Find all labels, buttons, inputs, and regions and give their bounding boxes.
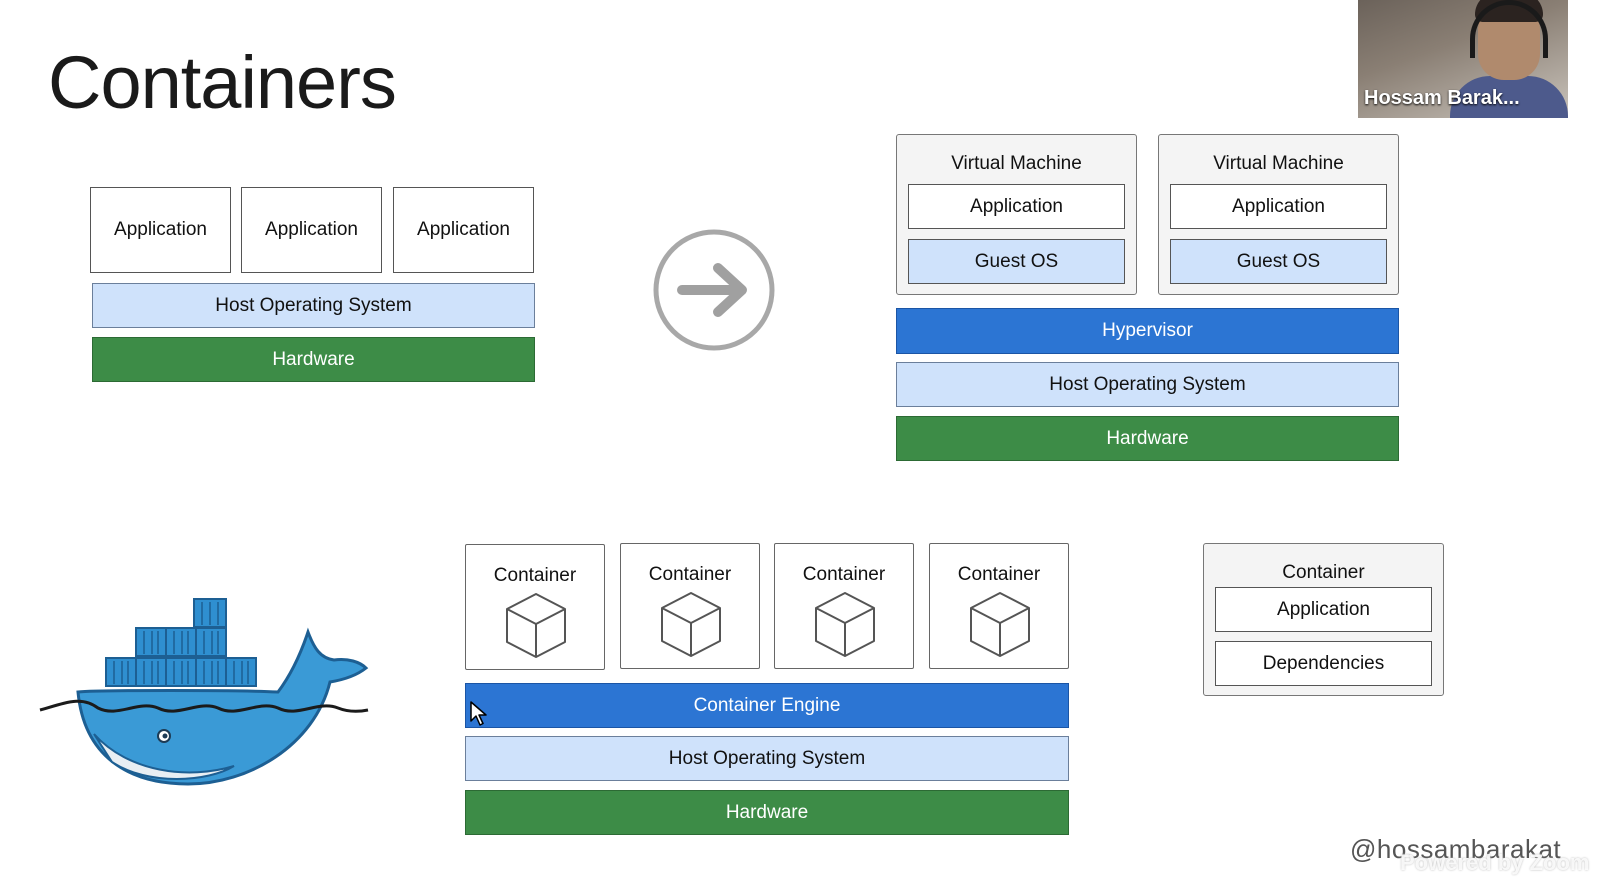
participant-video-tile[interactable]: Hossam Barak... (1358, 0, 1568, 118)
application-box: Application (241, 187, 382, 273)
cube-icon (661, 592, 721, 657)
container-card: Container (465, 544, 605, 670)
powered-by-watermark: Powered by Zoom (1400, 850, 1590, 875)
arrow-right-circle-icon (653, 229, 775, 351)
hypervisor-layer: Hypervisor (896, 308, 1399, 354)
hardware-layer: Hardware (465, 790, 1069, 835)
container-detail-label: Container (1282, 562, 1365, 583)
container-label: Container (802, 564, 886, 585)
application-box: Application (908, 184, 1125, 229)
container-label: Container (957, 564, 1041, 585)
virtual-machine-box: Virtual Machine Application Guest OS (896, 134, 1137, 295)
vm-label: Virtual Machine (951, 153, 1082, 174)
host-os-layer: Host Operating System (896, 362, 1399, 407)
hardware-layer: Hardware (896, 416, 1399, 461)
container-detail-box: Container Application Dependencies (1203, 543, 1444, 696)
container-card: Container (774, 543, 914, 669)
cube-icon (815, 592, 875, 657)
docker-whale-logo (39, 598, 369, 786)
container-card: Container (929, 543, 1069, 669)
vm-label: Virtual Machine (1213, 153, 1344, 174)
dependencies-box: Dependencies (1215, 641, 1432, 686)
slide-title: Containers (48, 41, 397, 124)
application-box: Application (1170, 184, 1387, 229)
host-os-layer: Host Operating System (465, 736, 1069, 781)
application-box: Application (90, 187, 231, 273)
container-card: Container (620, 543, 760, 669)
container-label: Container (648, 564, 732, 585)
participant-shirt (1450, 76, 1568, 118)
container-engine-layer: Container Engine (465, 683, 1069, 728)
cube-icon (970, 592, 1030, 657)
hardware-layer: Hardware (92, 337, 535, 382)
headset-icon (1470, 0, 1548, 58)
application-box: Application (1215, 587, 1432, 632)
guest-os-box: Guest OS (1170, 239, 1387, 284)
mouse-cursor-icon (470, 701, 487, 726)
guest-os-box: Guest OS (908, 239, 1125, 284)
host-os-layer: Host Operating System (92, 283, 535, 328)
virtual-machine-box: Virtual Machine Application Guest OS (1158, 134, 1399, 295)
participant-name: Hossam Barak... (1364, 87, 1520, 109)
presenter-handle: @hossambarakat (1350, 834, 1562, 864)
container-label: Container (493, 565, 577, 586)
application-box: Application (393, 187, 534, 273)
cube-icon (506, 593, 566, 658)
